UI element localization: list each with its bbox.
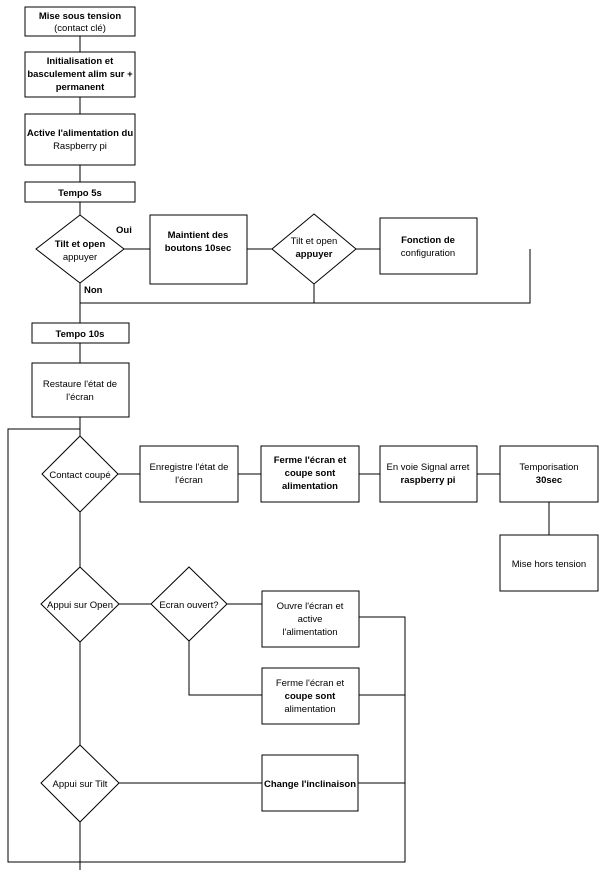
node-label: 30sec [536, 475, 562, 486]
node-config: Fonction de configuration [379, 217, 478, 275]
node-change-tilt: Change l'inclinaison [261, 754, 359, 812]
node-label: Contact coupé [49, 470, 110, 481]
node-open-screen: Ouvre l'écran et active l'alimentation [261, 590, 360, 648]
node-label: alimentation [282, 481, 338, 492]
node-label: Temporisation [519, 462, 578, 473]
node-label: active [298, 614, 323, 625]
node-tempo-5s: Tempo 5s [24, 181, 136, 203]
node-label: permanent [56, 82, 105, 93]
node-label: coupe sont [285, 691, 337, 702]
decision-contact-cut: Contact coupé [41, 435, 119, 513]
node-label: Enregistre l'état de [150, 462, 229, 473]
node-label: Ferme l'écran et [274, 455, 347, 466]
node-label: boutons 10sec [165, 243, 232, 254]
node-label: appuyer [63, 252, 97, 263]
branch-label-yes: Oui [116, 225, 132, 236]
node-label: Tilt et open [55, 239, 106, 250]
node-label: appuyer [296, 249, 333, 260]
connectors [7, 36, 550, 870]
node-tempo-10s: Tempo 10s [31, 322, 130, 344]
node-label: Change l'inclinaison [264, 779, 356, 790]
connector [80, 616, 406, 863]
decision-tilt-open-1: Tilt et open appuyer [35, 214, 125, 284]
node-label: Initialisation et [47, 56, 114, 67]
node-label: alimentation [284, 704, 335, 715]
node-label: Ecran ouvert? [159, 600, 218, 611]
node-close-screen-1: Ferme l'écran et coupe sont alimentation [260, 445, 360, 503]
node-activate-pi: Active l'alimentation du Raspberry pi [24, 113, 136, 166]
node-close-screen-2: Ferme l'écran et coupe sont alimentation [261, 667, 360, 725]
node-label: basculement alim sur + [27, 69, 133, 80]
node-label: En voie Signal arret [387, 462, 470, 473]
connector [7, 428, 80, 863]
connector [80, 249, 531, 304]
branch-label-no: Non [84, 285, 103, 296]
node-label: Tempo 5s [58, 188, 102, 199]
node-label: Ouvre l'écran et [277, 601, 344, 612]
node-label: coupe sont [285, 468, 337, 479]
node-label: configuration [401, 248, 455, 259]
node-label: Tilt et open [291, 236, 338, 247]
decision-tilt-open-2: Tilt et open appuyer [271, 213, 357, 285]
node-label: Appui sur Open [47, 600, 113, 611]
node-label: Active l'alimentation du [27, 128, 133, 139]
node-label: Fonction de [401, 235, 455, 246]
node-label: Appui sur Tilt [53, 779, 108, 790]
node-label: l'alimentation [282, 627, 337, 638]
decision-press-tilt: Appui sur Tilt [40, 744, 120, 823]
node-power-off: Mise hors tension [499, 534, 599, 592]
node-label: Raspberry pi [53, 141, 107, 152]
node-power-on: Mise sous tension (contact clé) [24, 6, 136, 37]
node-label: Tempo 10s [56, 329, 105, 340]
node-label: Mise sous tension [39, 11, 122, 22]
decision-screen-open: Ecran ouvert? [150, 566, 228, 642]
node-label: raspberry pi [401, 475, 456, 486]
node-label: Maintient des [168, 230, 229, 241]
node-hold-buttons: Maintient des boutons 10sec [149, 214, 248, 285]
node-timer-30: Temporisation 30sec [499, 445, 599, 503]
node-label: Restaure l'état de [43, 379, 117, 390]
node-send-signal: En voie Signal arret raspberry pi [379, 445, 478, 503]
node-save-state: Enregistre l'état de l'écran [139, 445, 239, 503]
connector [188, 641, 262, 696]
node-label: (contact clé) [54, 23, 106, 34]
node-label: Ferme l'écran et [276, 678, 345, 689]
node-label: l'écran [175, 475, 203, 486]
node-label: l'écran [66, 392, 94, 403]
node-label: Mise hors tension [512, 559, 586, 570]
node-init: Initialisation et basculement alim sur +… [24, 51, 136, 98]
node-restore: Restaure l'état de l'écran [31, 362, 130, 418]
decision-press-open: Appui sur Open [40, 566, 120, 643]
